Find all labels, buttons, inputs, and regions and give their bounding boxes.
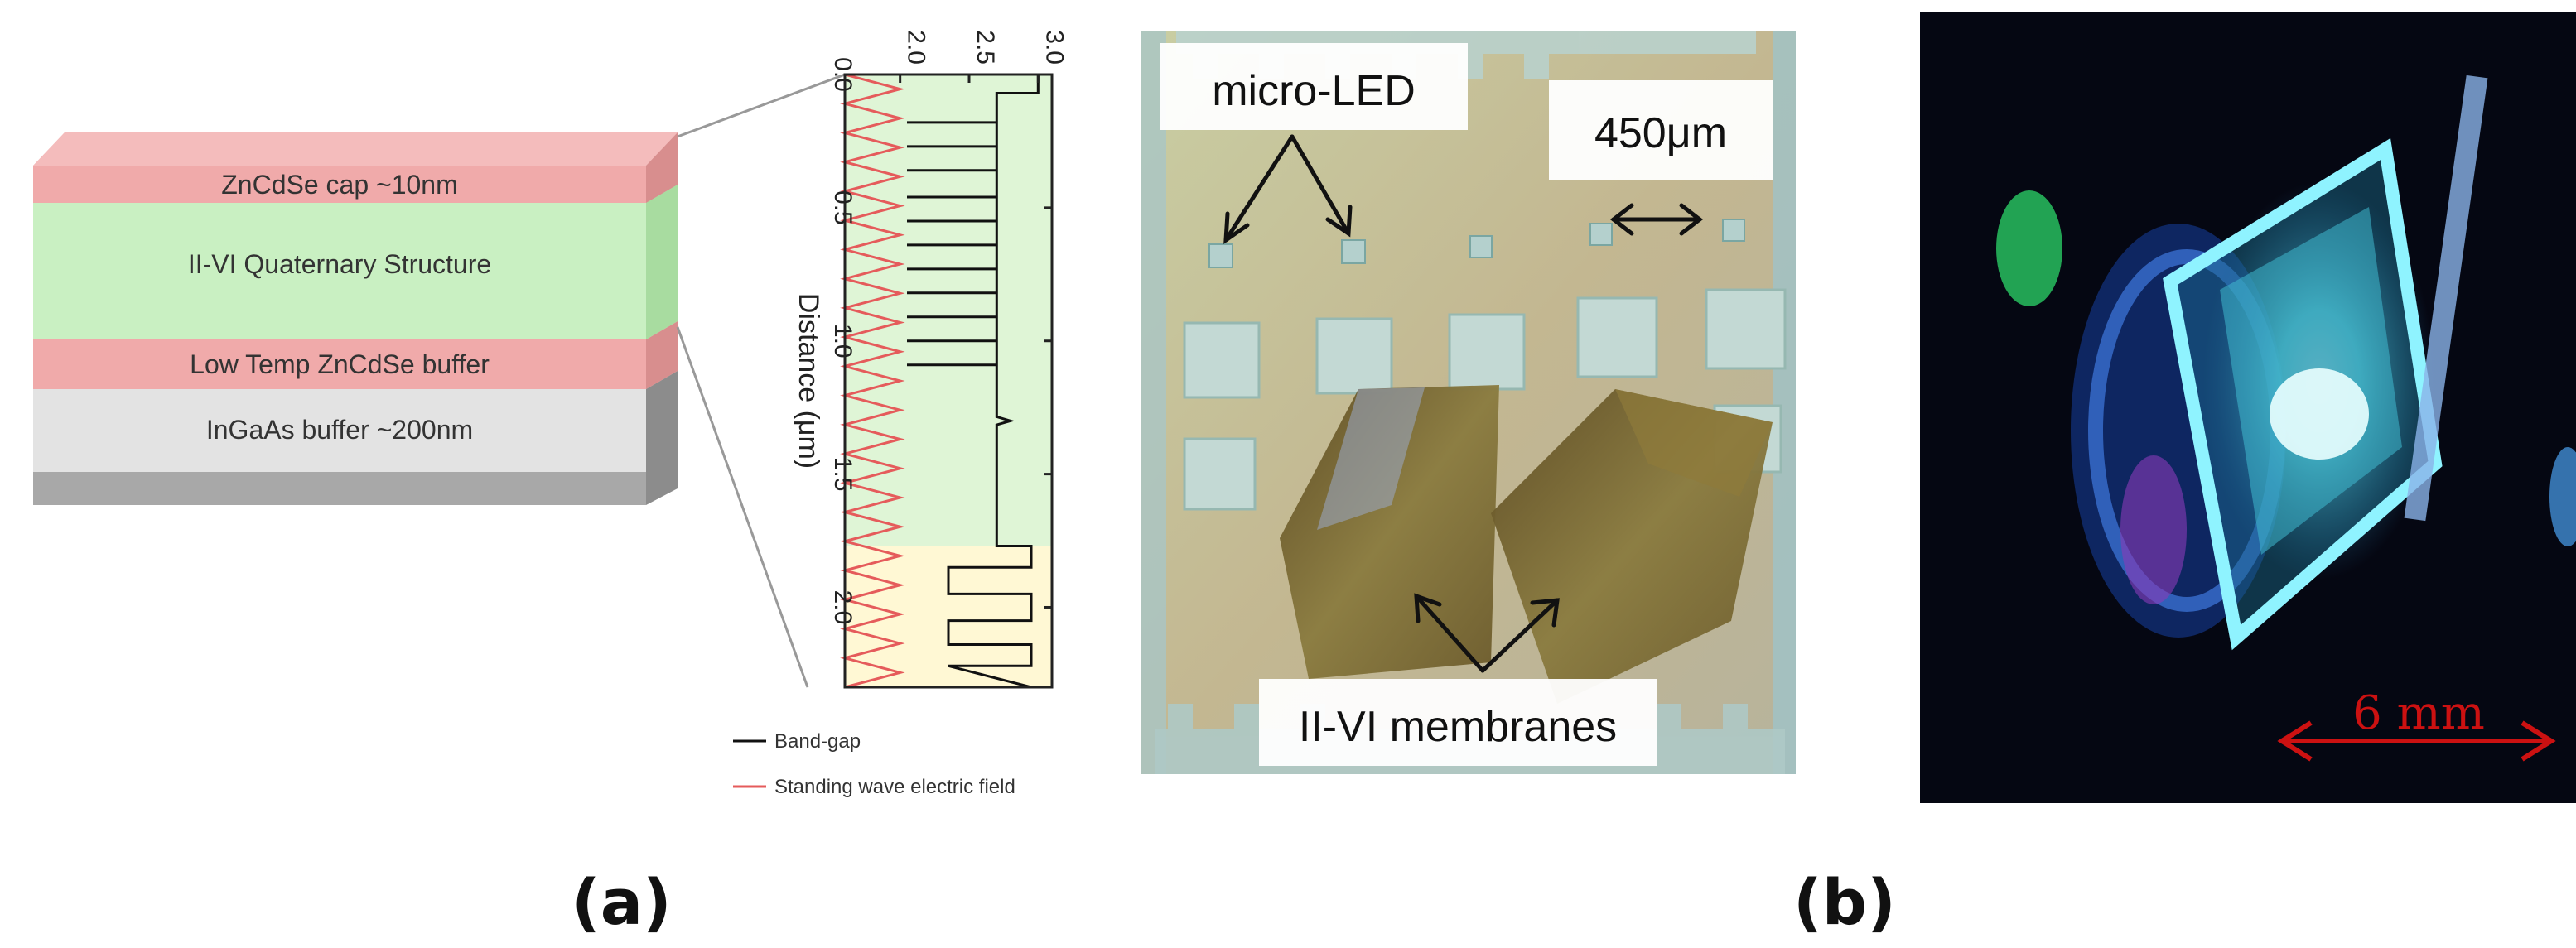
chart-legend: Band-gap Standing wave electric field bbox=[733, 730, 1015, 798]
field-series bbox=[840, 73, 905, 689]
membrane-left-sheen bbox=[1317, 387, 1425, 530]
layer-label-quaternary: II-VI Quaternary Structure bbox=[188, 249, 491, 279]
layer-stack: ZnCdSe cap ~10nm II-VI Quaternary Struct… bbox=[33, 132, 678, 505]
micro-led-photo: micro-LED 450μm II-VI membranes bbox=[1141, 31, 1796, 774]
y-tick-label-2: 1.0 bbox=[829, 324, 856, 359]
y-tick-label-3: 1.5 bbox=[829, 457, 856, 492]
label-membranes: II-VI membranes bbox=[1299, 703, 1617, 751]
y-axis-label: Distance (μm) bbox=[793, 293, 824, 469]
layer-ingaas-bottom-shade bbox=[33, 472, 646, 505]
legend-label-bandgap: Band-gap bbox=[774, 730, 861, 753]
legend-label-field: Standing wave electric field bbox=[774, 776, 1015, 798]
bandgap-series bbox=[907, 75, 1040, 689]
membrane-left bbox=[1280, 385, 1499, 679]
hot-spot bbox=[2270, 368, 2369, 460]
x-tick-label-0: 2.0 bbox=[903, 30, 930, 65]
label-scale-450: 450μm bbox=[1594, 109, 1727, 157]
layer-lowtemp-front bbox=[33, 339, 646, 389]
green-glow bbox=[1996, 190, 2062, 306]
label-box-scale bbox=[1549, 80, 1773, 180]
panel-label-b: (b) bbox=[1793, 865, 1896, 939]
layer-lowtemp-right bbox=[646, 321, 678, 389]
scale-bar: 6 mm bbox=[2277, 686, 2556, 762]
edge-glow bbox=[2549, 447, 2576, 546]
lens-violet bbox=[2120, 455, 2187, 604]
micro-led-dots bbox=[1208, 219, 1745, 268]
layer-ingaas-right bbox=[646, 371, 678, 505]
chart-frame bbox=[843, 73, 1054, 689]
y-ticks: 0.0 0.5 1.0 1.5 2.0 bbox=[829, 57, 1052, 624]
x-tick-label-2: 3.0 bbox=[1040, 30, 1068, 65]
layer-label-cap: ZnCdSe cap ~10nm bbox=[221, 170, 458, 200]
layer-ingaas-front bbox=[33, 389, 646, 472]
zoom-line-bottom bbox=[676, 326, 809, 688]
label-box-micro-led bbox=[1160, 43, 1468, 130]
y-tick-label-1: 0.5 bbox=[829, 190, 856, 225]
x-tick-label-1: 2.5 bbox=[972, 30, 999, 65]
layer-quaternary-right bbox=[646, 185, 678, 339]
layer-cap-topface bbox=[33, 132, 678, 166]
chart-regions bbox=[845, 75, 1052, 687]
vertical-bar bbox=[2404, 75, 2488, 522]
panel-label-a: (a) bbox=[572, 865, 672, 939]
layer-label-ingaas: InGaAs buffer ~200nm bbox=[206, 415, 473, 445]
field-line bbox=[840, 73, 905, 689]
layer-label-lowtemp: Low Temp ZnCdSe buffer bbox=[190, 349, 490, 379]
label-box-membranes bbox=[1259, 679, 1657, 766]
x-ticks: 2.0 2.5 3.0 bbox=[899, 30, 1068, 83]
scale-bar-label: 6 mm bbox=[2352, 686, 2485, 740]
bandgap-line bbox=[907, 75, 1040, 689]
device-photo: 6 mm bbox=[1920, 12, 2576, 803]
y-tick-label-4: 2.0 bbox=[829, 590, 856, 625]
layer-cap-front bbox=[33, 166, 646, 203]
layer-quaternary-front bbox=[33, 203, 646, 339]
layer-cap-right bbox=[646, 132, 678, 203]
membrane-right-sheen bbox=[1615, 389, 1773, 497]
zoom-line-top bbox=[677, 73, 846, 138]
annotation-arrows bbox=[1223, 134, 1704, 673]
label-micro-led: micro-LED bbox=[1212, 67, 1416, 115]
y-tick-label-0: 0.0 bbox=[829, 57, 856, 92]
